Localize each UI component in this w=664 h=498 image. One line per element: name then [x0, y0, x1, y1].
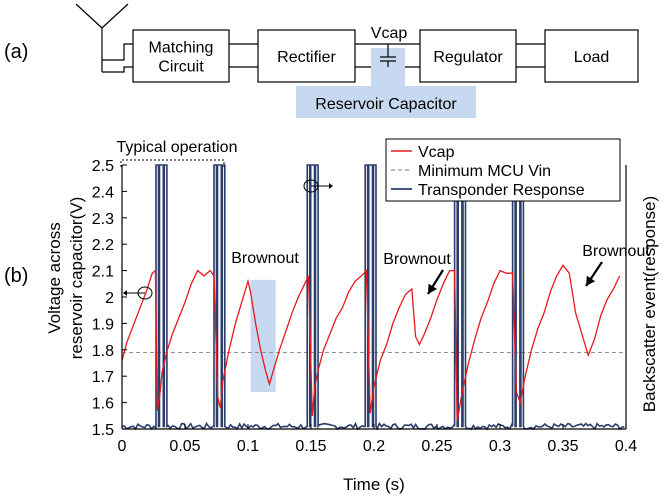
y-tick-label: 2	[105, 290, 114, 307]
brownout-highlight-layer	[250, 279, 276, 393]
capacitor-label: Reservoir Capacitor	[315, 96, 457, 113]
x-tick-label: 0.35	[547, 438, 578, 455]
legend-label: Transponder Response	[418, 182, 585, 199]
rectifier-block	[257, 29, 356, 83]
load-block-label: Load	[574, 49, 610, 66]
x-tick-label: 0.4	[615, 438, 637, 455]
y-tick-label: 2.2	[92, 237, 114, 254]
vcap-series	[121, 264, 621, 422]
y-tick-label: 1.5	[92, 422, 114, 439]
panel-b-label: (b)	[4, 265, 28, 287]
regulator-block	[419, 29, 517, 83]
y-tick-label: 1.6	[92, 396, 114, 413]
panel-a-label: (a)	[4, 41, 28, 63]
x-axis-label: Time (s)	[343, 475, 405, 494]
legend-label: Minimum MCU Vin	[418, 163, 551, 180]
rectifier-block-label: Rectifier	[277, 49, 336, 66]
antenna-icon	[75, 3, 133, 73]
x-tick-label: 0.3	[489, 438, 511, 455]
brownout-label: Brownout	[383, 251, 451, 268]
arrowhead-icon	[586, 275, 596, 286]
transponder-series	[121, 164, 625, 431]
brownout-highlight	[250, 279, 276, 393]
y-tick-label: 2.5	[92, 158, 114, 175]
arrowhead-icon	[123, 290, 127, 296]
x-tick-label: 0	[118, 438, 127, 455]
typical-operation-label: Typical operation	[117, 139, 238, 156]
brownout-label: Brownout	[231, 250, 299, 267]
vcap-layer	[121, 264, 621, 422]
brownout-label: Brownout	[582, 243, 650, 260]
regulator-block-label: Regulator	[433, 49, 503, 66]
y-axis-label-line2: reservoir capacitor(V)	[67, 197, 86, 360]
y-axis-label-line1: Voltage across	[45, 222, 64, 334]
y-tick-label: 1.7	[92, 369, 114, 386]
y2-axis-label: Backscatter event(response)	[640, 196, 659, 412]
y-tick-label: 1.9	[92, 316, 114, 333]
x-tick-label: 0.05	[169, 438, 200, 455]
legend-label: Vcap	[418, 144, 455, 161]
capacitor-label-box	[296, 86, 476, 118]
chart: 1.5 1.6 1.7 1.8 1.9 2 2.1 2.2 2.3 2.4 2.5 0 0.05 0.1 0…	[92, 138, 650, 455]
y-tick-label: 2.4	[92, 184, 114, 201]
arrowhead-icon	[428, 283, 438, 294]
matching-circuit-block-label: Circuit	[158, 59, 204, 76]
x-tick-label: 0.15	[295, 438, 326, 455]
x-tick-label: 0.2	[363, 438, 385, 455]
matching-circuit-block-label: Matching	[149, 40, 214, 57]
y-tick-label: 2.3	[92, 211, 114, 228]
arrowhead-icon	[329, 183, 333, 189]
y-tick-label: 1.8	[92, 343, 114, 360]
y-tick-label: 2.1	[92, 264, 114, 281]
load-block	[544, 29, 639, 83]
panel-b: (b) 1.5 1.6 1.7 1.8 1.9 2 2.1 2.2 2.3 2.4 2.5 0 0.05…	[4, 138, 659, 494]
typical-operation-bracket	[120, 159, 225, 167]
x-tick-label: 0.25	[421, 438, 452, 455]
capacitor-icon	[380, 44, 396, 67]
matching-circuit-block	[132, 29, 230, 83]
x-tick-label: 0.1	[237, 438, 259, 455]
vcap-node-label: Vcap	[371, 25, 408, 42]
transponder-layer	[121, 164, 625, 431]
legend-box	[385, 138, 621, 202]
axes: 1.5 1.6 1.7 1.8 1.9 2 2.1 2.2 2.3 2.4 2.5 0 0.05 0.1 0…	[92, 158, 637, 455]
